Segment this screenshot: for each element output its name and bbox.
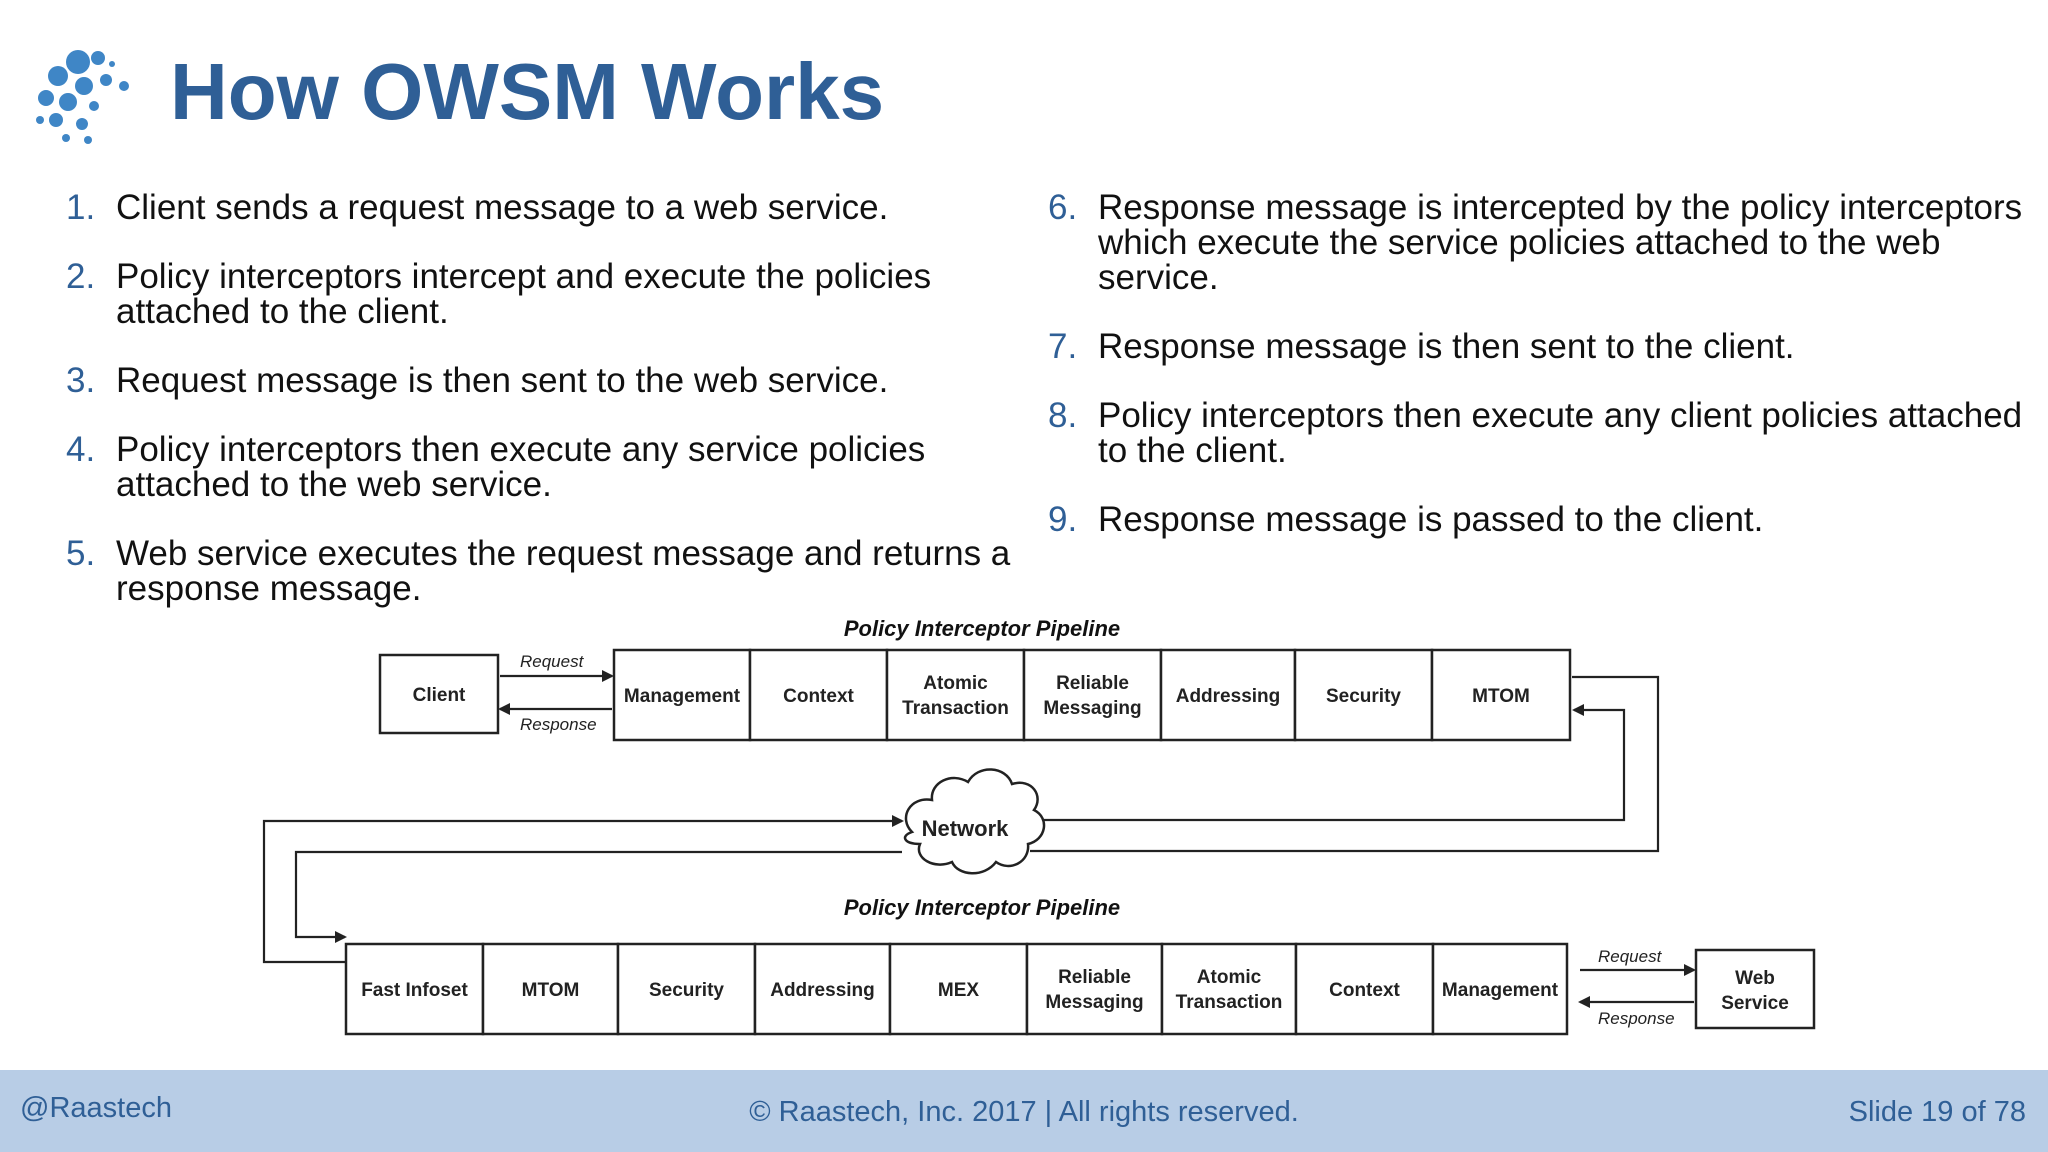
pipeline-step-box: [481, 942, 620, 1036]
client-box: [378, 653, 500, 735]
owsm-pipeline-diagram: Policy Interceptor Pipeline Client Reque…: [262, 616, 1816, 1036]
client-label: Client: [413, 685, 466, 706]
step-text: Policy interceptors intercept and execut…: [116, 257, 932, 331]
pipeline-step-box: [1022, 648, 1163, 742]
pipeline-step-box: [344, 942, 485, 1036]
pipeline-step-box: [1160, 942, 1298, 1036]
step-item: 5. Web service executes the request mess…: [66, 536, 1046, 606]
top-pipeline-label: Policy Interceptor Pipeline: [844, 616, 1120, 641]
pipeline-step-label: Atomic: [923, 673, 988, 694]
pipeline-step-label: Fast Infoset: [361, 980, 468, 1001]
step-item: 6. Response message is intercepted by th…: [1048, 190, 2028, 295]
step-text: Policy interceptors then execute any ser…: [116, 430, 926, 504]
pipeline-step-box: [1294, 942, 1435, 1036]
step-text: Request message is then sent to the web …: [116, 361, 889, 400]
step-item: 4. Policy interceptors then execute any …: [66, 432, 1046, 502]
connector-line: [262, 815, 904, 964]
pipeline-step-box: [885, 648, 1026, 742]
step-number: 8.: [1048, 396, 1078, 435]
pipeline-step-box: [1159, 648, 1297, 742]
service-request-label: Request: [1598, 947, 1663, 966]
pipeline-step-label: Security: [1326, 686, 1401, 707]
web-service-box: [1694, 948, 1816, 1030]
pipeline-step-label: MTOM: [522, 980, 580, 1001]
step-item: 2. Policy interceptors intercept and exe…: [66, 259, 1046, 329]
pipeline-step-label: Messaging: [1043, 698, 1141, 719]
step-item: 8. Policy interceptors then execute any …: [1048, 398, 2028, 468]
raastech-logo-icon: [36, 50, 129, 144]
pipeline-step-label: Security: [649, 980, 724, 1001]
pipeline-step-label: Addressing: [770, 980, 875, 1001]
pipeline-step-label: Reliable: [1058, 967, 1131, 988]
pipeline-step-box: [888, 942, 1029, 1036]
step-item: 7. Response message is then sent to the …: [1048, 329, 2028, 364]
bottom-pipeline: Fast Infoset MTOM Security Addressing MEX Rel…: [344, 942, 1569, 1036]
bottom-pipeline-label: Policy Interceptor Pipeline: [844, 895, 1120, 920]
pipeline-step-box: [753, 942, 892, 1036]
step-text: Response message is intercepted by the p…: [1098, 188, 2023, 297]
slide-title: How OWSM Works: [170, 47, 885, 136]
step-number: 5.: [66, 534, 96, 573]
footer-slide-number: Slide 19 of 78: [1848, 1096, 2026, 1128]
footer-handle: @Raastech: [20, 1092, 172, 1124]
step-number: 4.: [66, 430, 96, 469]
pipeline-step-box: [1025, 942, 1164, 1036]
connector-line: [1030, 675, 1660, 853]
pipeline-step-label: Management: [1442, 980, 1559, 1001]
web-service-label-line1: Web: [1735, 968, 1775, 989]
step-number: 2.: [66, 257, 96, 296]
pipeline-step-label: Context: [1329, 980, 1400, 1001]
pipeline-step-label: Context: [783, 686, 854, 707]
step-number: 1.: [66, 188, 96, 227]
client-response-label: Response: [520, 715, 597, 734]
pipeline-step-label: Transaction: [1176, 992, 1283, 1013]
step-item: 1. Client sends a request message to a w…: [66, 190, 1046, 225]
step-text: Client sends a request message to a web …: [116, 188, 889, 227]
pipeline-step-box: [748, 648, 889, 742]
pipeline-step-label: Management: [624, 686, 741, 707]
network-label: Network: [922, 816, 1010, 841]
web-service-label-line2: Service: [1721, 993, 1789, 1014]
steps-list-left: 1. Client sends a request message to a w…: [66, 190, 1046, 640]
footer-copyright: © Raastech, Inc. 2017 | All rights reser…: [749, 1096, 1299, 1128]
step-text: Response message is passed to the client…: [1098, 500, 1764, 539]
network-cloud-icon: [903, 768, 1046, 875]
step-number: 9.: [1048, 500, 1078, 539]
pipeline-step-label: Messaging: [1045, 992, 1143, 1013]
step-text: Policy interceptors then execute any cli…: [1098, 396, 2023, 470]
step-text: Web service executes the request message…: [116, 534, 1011, 608]
footer-bar: @Raastech © Raastech, Inc. 2017 | All ri…: [0, 1070, 2048, 1152]
pipeline-step-box: [1431, 942, 1569, 1036]
step-number: 3.: [66, 361, 96, 400]
service-response-label: Response: [1598, 1009, 1675, 1028]
pipeline-step-label: Addressing: [1176, 686, 1281, 707]
connector-line: [1020, 704, 1626, 822]
step-text: Response message is then sent to the cli…: [1098, 327, 1795, 366]
client-request-label: Request: [520, 652, 585, 671]
pipeline-step-box: [612, 648, 752, 742]
pipeline-step-label: MEX: [938, 980, 980, 1001]
connector-line: [294, 850, 902, 943]
step-number: 7.: [1048, 327, 1078, 366]
pipeline-step-label: Reliable: [1056, 673, 1129, 694]
pipeline-step-label: Atomic: [1197, 967, 1262, 988]
step-number: 6.: [1048, 188, 1078, 227]
step-item: 3. Request message is then sent to the w…: [66, 363, 1046, 398]
pipeline-step-label: MTOM: [1472, 686, 1530, 707]
pipeline-step-label: Transaction: [902, 698, 1009, 719]
steps-list-right: 6. Response message is intercepted by th…: [1048, 190, 2028, 571]
step-item: 9. Response message is passed to the cli…: [1048, 502, 2028, 537]
pipeline-step-box: [1430, 648, 1572, 742]
